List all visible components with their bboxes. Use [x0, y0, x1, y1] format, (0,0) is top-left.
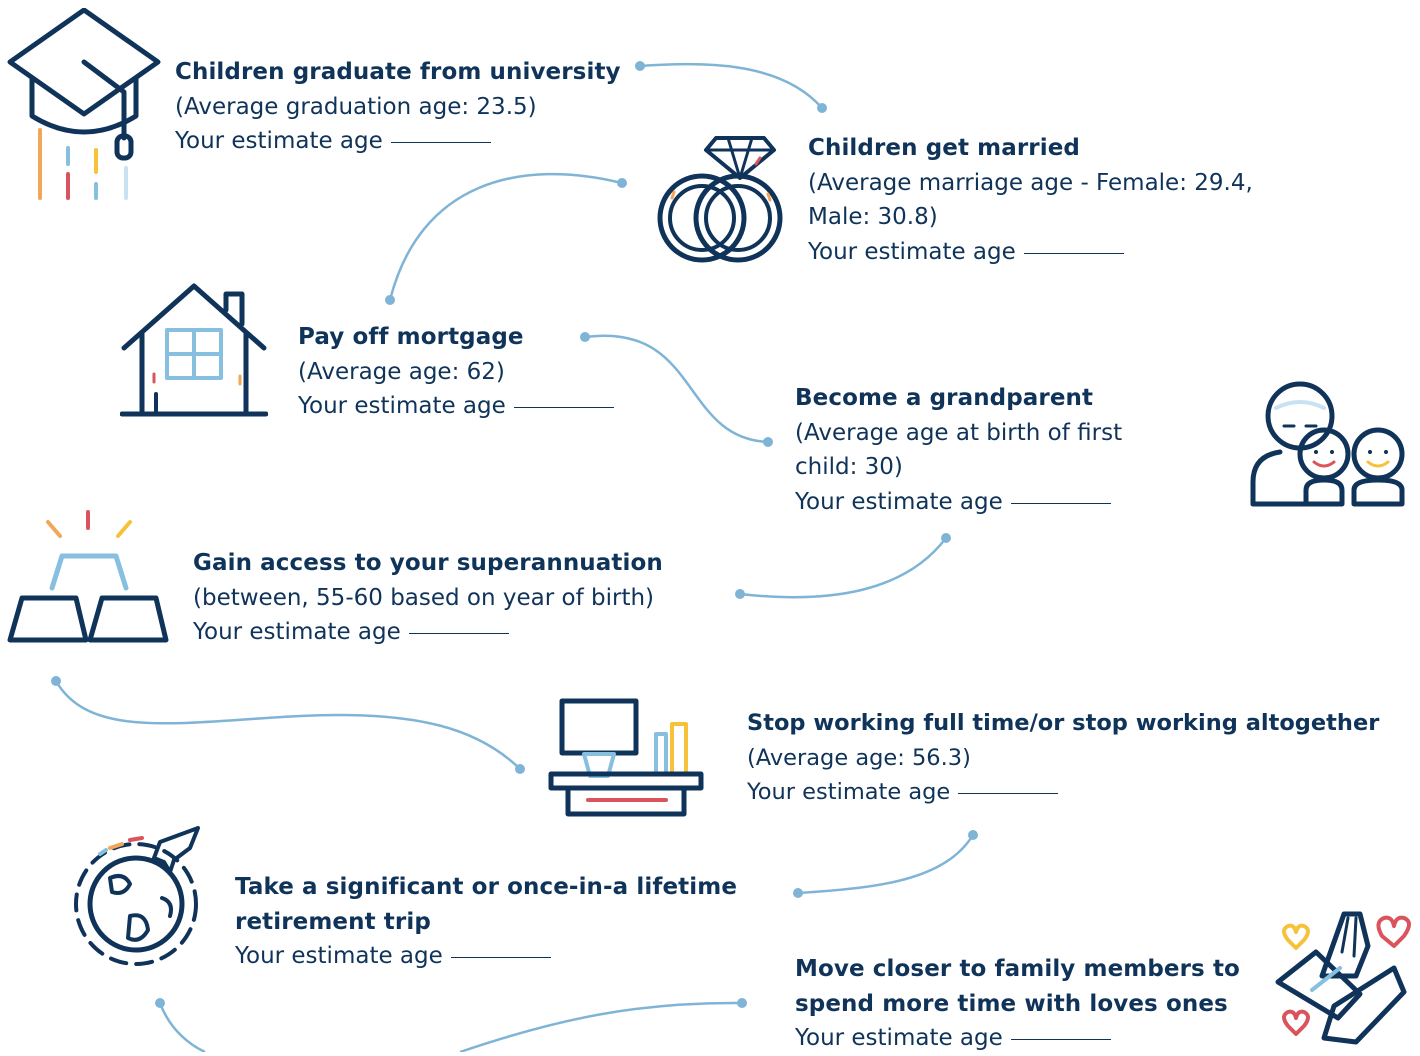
connector-dot [385, 295, 395, 305]
estimate-blank[interactable] [958, 793, 1059, 794]
estimate-label: Your estimate age [747, 779, 951, 805]
milestone-title: Children graduate from university [175, 59, 621, 85]
connector-4 [739, 537, 947, 599]
milestone-average-note: (Average age: 62) [298, 358, 505, 385]
connector-dot [763, 437, 773, 447]
milestone-average-note: (Average age: 56.3) [747, 744, 971, 771]
milestone-stop-working: Stop working full time/or stop working a… [747, 706, 1379, 810]
estimate-label: Your estimate age [795, 488, 1003, 515]
milestone-title: Take a significant or once-in-a lifetime [235, 874, 738, 900]
milestone-access-superannuation: Gain access to your superannuation (betw… [193, 546, 663, 650]
milestone-average-note-cont: child: 30) [795, 454, 903, 480]
connector-2 [388, 172, 623, 301]
estimate-row: Your estimate age [795, 1021, 1240, 1056]
connector-dot [635, 61, 645, 71]
estimate-blank[interactable] [450, 957, 551, 958]
milestone-title: Stop working full time/or stop working a… [747, 710, 1380, 736]
estimate-blank[interactable] [1010, 502, 1111, 504]
milestone-title-cont: retirement trip [235, 908, 431, 935]
milestone-title: Become a grandparent [795, 385, 1094, 411]
caring-hands-icon [1264, 906, 1412, 1048]
estimate-blank[interactable] [390, 142, 491, 143]
estimate-row: Your estimate age [795, 485, 1122, 520]
estimate-blank[interactable] [513, 407, 614, 408]
milestone-children-married: Children get married (Average marriage a… [808, 131, 1253, 269]
estimate-row: Your estimate age [193, 615, 663, 650]
estimate-row: Your estimate age [808, 235, 1253, 270]
milestone-title: Gain access to your superannuation [193, 550, 663, 576]
milestone-university-graduation: Children graduate from university (Avera… [175, 55, 621, 159]
connector-dot [737, 998, 747, 1008]
estimate-label: Your estimate age [808, 238, 1016, 265]
connector-dot [51, 676, 61, 686]
connector-8 [158, 1002, 206, 1052]
estimate-row: Your estimate age [235, 939, 737, 974]
estimate-label: Your estimate age [175, 128, 383, 154]
milestone-average-note: (Average marriage age - Female: 29.4, [808, 169, 1253, 196]
connector-dot [515, 764, 525, 774]
milestone-title-cont: spend more time with loves ones [795, 990, 1228, 1017]
connector-dot [735, 589, 745, 599]
milestone-title: Children get married [808, 135, 1080, 161]
connector-1 [639, 62, 823, 109]
grandparent-icon [1250, 378, 1406, 508]
connector-5 [54, 680, 521, 770]
estimate-blank[interactable] [1010, 1039, 1111, 1040]
milestone-title: Move closer to family members to [795, 956, 1240, 982]
connector-dot [968, 830, 978, 840]
connector-dot [817, 103, 827, 113]
wedding-rings-icon [650, 128, 790, 268]
house-icon [120, 282, 268, 420]
connector-7 [459, 1001, 743, 1052]
estimate-row: Your estimate age [747, 775, 1379, 810]
connector-3 [584, 334, 769, 444]
connector-dot [580, 332, 590, 342]
estimate-blank[interactable] [408, 633, 509, 634]
connector-dot [941, 533, 951, 543]
estimate-blank[interactable] [1023, 252, 1124, 254]
connector-dot [155, 998, 165, 1008]
estimate-label: Your estimate age [235, 943, 443, 969]
connector-6 [797, 834, 975, 895]
milestone-retirement-trip: Take a significant or once-in-a lifetime… [235, 870, 737, 974]
connector-dot [793, 888, 803, 898]
desk-icon [548, 698, 704, 818]
milestone-average-note: (Average graduation age: 23.5) [175, 93, 537, 120]
estimate-label: Your estimate age [298, 393, 506, 419]
gold-bars-icon [6, 506, 170, 646]
estimate-label: Your estimate age [795, 1025, 1003, 1051]
milestone-average-note: (between, 55-60 based on year of birth) [193, 584, 655, 611]
connector-dot [617, 178, 627, 188]
milestone-title: Pay off mortgage [298, 324, 524, 350]
graduation-cap-icon [6, 8, 162, 204]
milestone-become-grandparent: Become a grandparent (Average age at bir… [795, 381, 1122, 519]
milestone-move-closer-family: Move closer to family members to spend m… [795, 952, 1240, 1056]
estimate-row: Your estimate age [298, 389, 614, 424]
globe-plane-icon [70, 820, 208, 968]
estimate-label: Your estimate age [193, 619, 401, 645]
milestone-average-note-cont: Male: 30.8) [808, 204, 938, 230]
estimate-row: Your estimate age [175, 124, 621, 159]
milestone-pay-off-mortgage: Pay off mortgage (Average age: 62) Your … [298, 320, 614, 424]
milestone-average-note: (Average age at birth of first [795, 419, 1123, 446]
